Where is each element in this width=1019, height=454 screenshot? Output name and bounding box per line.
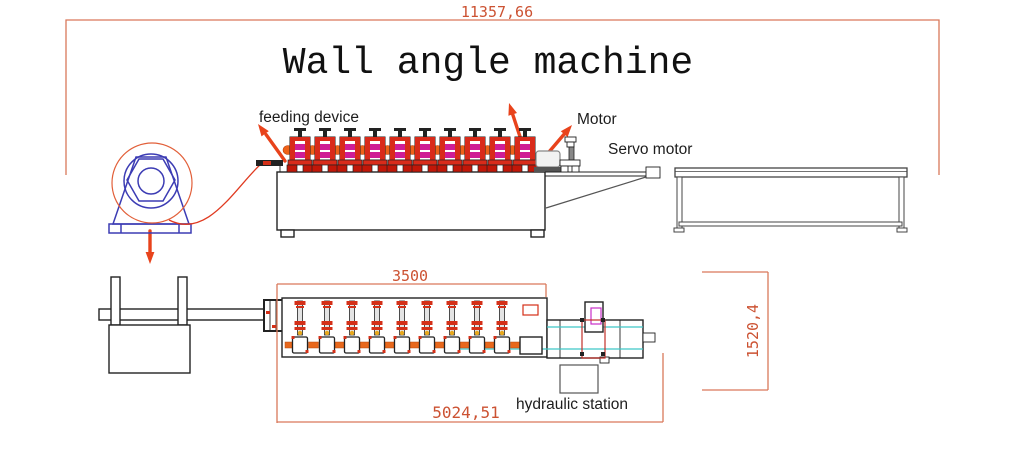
motor-label: Motor [577, 111, 617, 128]
inlet-guide [263, 299, 285, 332]
dimension-5024-text: 5024,51 [432, 403, 499, 422]
dimension-overall-length-text: 11357,66 [461, 3, 533, 21]
feeding-device-arrow-icon [258, 124, 287, 163]
dimension-overall-length: 11357,66 [65, 3, 940, 175]
end-gearbox [519, 336, 543, 355]
machine-plan-view [98, 276, 656, 394]
feeding-device [256, 160, 283, 172]
servo-motor [559, 136, 581, 173]
cutter-unit-plan [546, 319, 656, 364]
decoiler-plan-view [98, 276, 266, 374]
motor [534, 150, 562, 172]
outfeed-rail [545, 166, 661, 209]
feeding-device-label: feeding device [259, 109, 359, 126]
decoiler-front-view [108, 142, 269, 234]
cutter-die [580, 301, 606, 359]
roller-stations-plan [290, 300, 512, 354]
steel-coil [111, 142, 193, 224]
steel-strip [168, 161, 269, 225]
runout-table [673, 167, 908, 233]
drawing-title: Wall angle machine [283, 42, 693, 85]
servo-motor-label: Servo motor [608, 141, 692, 158]
dimension-1520: 1520,4 [702, 271, 769, 391]
dimension-1520-text: 1520,4 [744, 304, 762, 358]
hydraulic-station-box [559, 364, 599, 394]
machine-side-view [256, 127, 661, 238]
electric-box [522, 304, 539, 316]
dimension-3500-text: 3500 [392, 267, 428, 285]
dimension-5024: 5024,51 [277, 353, 664, 423]
mandrel-nut [126, 158, 176, 202]
hydraulic-station-label: hydraulic station [516, 396, 628, 413]
decoiler-arrow-icon [145, 229, 155, 264]
dimension-3500: 3500 [276, 267, 547, 423]
